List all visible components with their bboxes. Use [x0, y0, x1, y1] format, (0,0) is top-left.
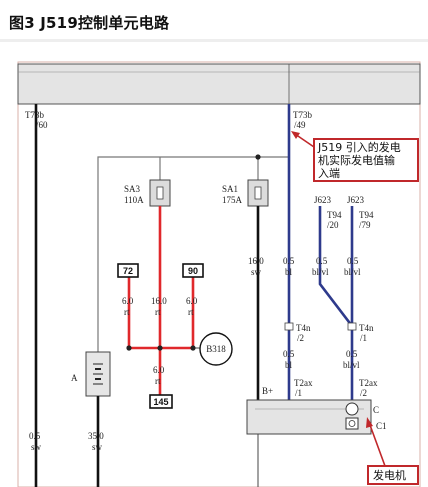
- label-wire-72-2: rt: [124, 307, 130, 317]
- label-wire-bl1-2: bl: [285, 267, 293, 277]
- label-c1: C1: [376, 421, 387, 431]
- j519-note-line-2: 机实际发电值输: [318, 153, 395, 167]
- label-t4n-1-b: /1: [360, 333, 367, 343]
- label-wire-blvl-r-1: 0.5: [347, 256, 359, 266]
- generator-label-arrow: [369, 424, 386, 467]
- label-t4n-2-b: /2: [297, 333, 304, 343]
- label-wire-bl1-1: 0.5: [283, 256, 295, 266]
- title-separator: [0, 39, 428, 42]
- fuse-sa3-element: [156, 186, 164, 200]
- wire-blue-j623-left: [318, 206, 354, 400]
- label-t2ax-1-b: /1: [295, 388, 302, 398]
- generator-c1-symbol: [345, 417, 359, 430]
- label-sa1-b: 175A: [222, 195, 243, 205]
- label-t4n-2-a: T4n: [296, 323, 311, 333]
- wire-gray-distribution: [97, 156, 289, 352]
- label-wire-72-1: 6.0: [122, 296, 134, 306]
- label-t73b-49-a: T73b: [293, 110, 312, 120]
- b318-label: B318: [206, 344, 226, 354]
- j519-note-line-3: 入端: [318, 167, 340, 180]
- label-wire-90-1: 6.0: [186, 296, 198, 306]
- generator-label-text: 发电机: [373, 468, 406, 482]
- j519-control-unit-bar: [17, 63, 421, 105]
- label-wire-a-left-2: sw: [31, 442, 42, 452]
- label-t73b-49-b: /49: [294, 120, 306, 130]
- label-wire-bl2-1: 0.5: [283, 349, 295, 359]
- label-t2ax-1-a: T2ax: [294, 378, 313, 388]
- label-j623-right: J623: [347, 195, 365, 205]
- j519-note-box: [313, 138, 419, 182]
- box-90-label: 90: [188, 266, 198, 276]
- generator-label-box: [367, 465, 419, 485]
- box-90: [182, 263, 204, 278]
- diagram-title: 图3 J519控制单元电路: [9, 14, 170, 32]
- label-wire-sa1-2: sw: [251, 267, 262, 277]
- label-c: C: [373, 405, 379, 415]
- junction-dot-90: [190, 345, 196, 351]
- label-t94-79-b: /79: [359, 220, 371, 230]
- label-sa1-a: SA1: [222, 184, 238, 194]
- label-wire-a-right-2: sw: [92, 442, 103, 452]
- label-bplus: B+: [262, 386, 273, 396]
- label-sa3-b: 110A: [124, 195, 144, 205]
- label-wire-mid-1: 16.0: [151, 296, 167, 306]
- label-wire-mid-2: rt: [155, 307, 161, 317]
- label-sa3-a: SA3: [124, 184, 141, 194]
- label-wire-blvl-l-2: bl/vl: [312, 267, 329, 277]
- box-72: [117, 263, 139, 278]
- label-t2ax-2-b: /2: [360, 388, 367, 398]
- box-145-label: 145: [153, 397, 168, 407]
- connector-t4n-1: [347, 322, 357, 331]
- j519-note-arrowhead: [291, 131, 300, 139]
- label-wire-blvl-r-2: bl/vl: [344, 267, 361, 277]
- junction-dot-mid: [157, 345, 163, 351]
- j519-note-arrow: [294, 133, 315, 148]
- label-wire-bl2-2: bl: [285, 360, 293, 370]
- connector-t4n-2: [284, 322, 294, 331]
- label-j623-left: J623: [314, 195, 332, 205]
- label-t94-20-a: T94: [327, 210, 342, 220]
- label-t94-20-b: /20: [327, 220, 339, 230]
- generator-c-symbol: [345, 402, 359, 416]
- label-t73b-60-a: T73b: [25, 110, 44, 120]
- generator-label-arrowhead: [366, 417, 373, 428]
- label-wire-145-1: 6.0: [153, 365, 165, 375]
- b318-connector: [199, 332, 233, 366]
- label-t73b-60-b: /60: [36, 120, 48, 130]
- fuse-sa1-element: [254, 186, 262, 200]
- box-72-label: 72: [123, 266, 133, 276]
- label-wire-90-2: rt: [188, 307, 194, 317]
- label-t2ax-2-a: T2ax: [359, 378, 378, 388]
- j519-note-line-1: J519 引入的发电: [317, 140, 401, 154]
- box-145: [149, 394, 173, 409]
- label-wire-blvl-l-1: 0.5: [316, 256, 328, 266]
- battery-label: A: [71, 373, 78, 383]
- label-wire-145-2: rt: [155, 376, 161, 386]
- label-wire-blvl3-1: 0.5: [346, 349, 358, 359]
- label-wire-a-right-1: 35.0: [88, 431, 104, 441]
- label-wire-a-left-1: 0.5: [29, 431, 41, 441]
- label-t94-79-a: T94: [359, 210, 374, 220]
- label-wire-blvl3-2: bl/vl: [343, 360, 360, 370]
- generator-c1-inner: [348, 420, 356, 427]
- label-wire-sa1-1: 16.0: [248, 256, 264, 266]
- junction-dot-72: [126, 345, 132, 351]
- label-t4n-1-a: T4n: [359, 323, 374, 333]
- junction-dot-top: [255, 154, 261, 160]
